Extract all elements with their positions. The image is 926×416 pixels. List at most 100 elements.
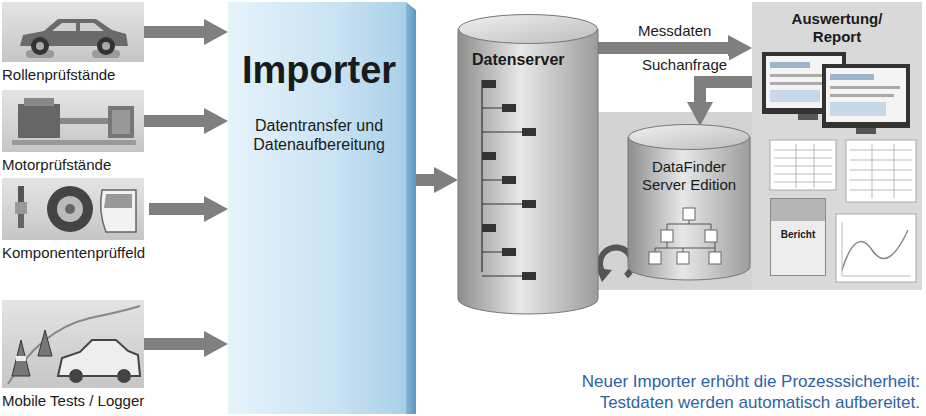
- illustration-shape: [2, 178, 144, 240]
- illustration-shape: [826, 68, 906, 122]
- illustration-shape: [15, 202, 27, 214]
- test-stand-box: Rollenprüfstände: [2, 2, 144, 84]
- illustration-shape: [102, 42, 110, 50]
- test-stand-box: Mobile Tests / Logger: [2, 300, 144, 410]
- node-title: Mobile Tests / Logger: [2, 392, 144, 410]
- icon-area: [2, 178, 149, 244]
- illustration-shape: [850, 144, 912, 198]
- node-title: Rollenprüfstände: [2, 66, 144, 84]
- illustration-shape: [596, 268, 612, 282]
- illustration-shape: [752, 2, 922, 290]
- cylinder-outline: [628, 124, 750, 280]
- illustration-shape: [31, 37, 49, 55]
- importer-box: ImporterDatentransfer und Datenaufbereit…: [228, 2, 416, 414]
- illustration-shape: [108, 106, 134, 138]
- flow-arrow: [598, 42, 728, 54]
- importer-front: [228, 2, 406, 414]
- illustration-shape: [57, 196, 83, 222]
- illustration-shape: [2, 90, 144, 152]
- icon-box-components: [2, 178, 144, 240]
- illustration-shape: [770, 90, 820, 102]
- illustration-shape: [830, 94, 894, 97]
- illustration-shape: [16, 356, 26, 361]
- illustration-shape: [836, 214, 916, 282]
- database-cylinder: DataFinder Server Edition: [628, 124, 750, 280]
- node-title: Motorprüfstände: [2, 156, 144, 174]
- illustration-shape: [38, 330, 52, 356]
- icon-area: [2, 300, 144, 392]
- cylinder-top: [459, 15, 598, 44]
- illustration-shape: [846, 140, 916, 202]
- node-title: Bericht: [773, 229, 823, 241]
- illustration-shape: [69, 369, 83, 383]
- flow-arrow: [149, 203, 204, 215]
- caption: Neuer Importer erhöht die Prozesssicherh…: [510, 372, 920, 413]
- report-panel: [752, 2, 922, 290]
- report-document: Bericht: [770, 198, 826, 276]
- illustration-shape: [8, 306, 140, 384]
- importer-side: [406, 2, 416, 414]
- illustration-shape: [2, 2, 144, 62]
- cylinder-top: [629, 125, 750, 150]
- illustration-shape: [798, 114, 818, 120]
- illustration-shape: [12, 340, 30, 376]
- illustration-shape: [830, 86, 900, 89]
- node-title: Importer: [240, 48, 398, 94]
- cylinder-body: [628, 137, 750, 280]
- flow-arrow: [700, 82, 752, 102]
- edge-label: Suchanfrage: [640, 56, 729, 73]
- edge-label: Messdaten: [636, 22, 713, 39]
- illustration-shape: [117, 369, 131, 383]
- illustration-shape: [18, 214, 24, 228]
- illustration-shape: [101, 190, 136, 232]
- illustration-shape: [842, 222, 910, 276]
- node-title: Datenserver: [472, 50, 590, 69]
- node-title: Komponentenprüffeld: [2, 244, 149, 262]
- illustration-shape: [60, 118, 110, 124]
- node-title: Auswertung/ Report: [781, 10, 893, 46]
- test-stand-box: Motorprüfstände: [2, 90, 144, 174]
- icon-area: [2, 90, 144, 156]
- flow-arrow: [144, 338, 204, 350]
- illustration-shape: [18, 186, 24, 202]
- importer-block: [228, 2, 416, 414]
- illustration-shape: [97, 37, 115, 55]
- cylinder-outline: [458, 14, 598, 314]
- illustration-shape: [770, 140, 836, 190]
- illustration-shape: [830, 102, 886, 116]
- illustration-shape: [18, 104, 60, 138]
- icon-box-engine: [2, 90, 144, 152]
- illustration-shape: [24, 98, 54, 106]
- document-band: [771, 199, 825, 221]
- illustration-shape: [47, 186, 93, 232]
- icon-box-car: [2, 2, 144, 62]
- icon-area: [2, 2, 144, 66]
- database-cylinder: Datenserver: [458, 14, 598, 314]
- flow-arrow: [144, 115, 204, 127]
- flow-arrow: [144, 26, 204, 38]
- flow-arrow: [416, 174, 434, 186]
- node-title: DataFinder Server Edition: [632, 158, 746, 194]
- illustration-shape: [594, 112, 752, 290]
- node-body: Datentransfer und Datenaufbereitung: [240, 116, 398, 154]
- illustration-shape: [65, 204, 75, 214]
- illustration-shape: [842, 230, 908, 270]
- illustration-shape: [830, 74, 874, 80]
- illustration-shape: [52, 23, 104, 31]
- illustration-shape: [770, 62, 810, 68]
- cylinder-body: [458, 29, 598, 314]
- illustration-shape: [856, 128, 876, 134]
- report-panel: Auswertung/ ReportBericht: [752, 2, 922, 290]
- illustration-shape: [104, 194, 132, 208]
- illustration-shape: [112, 110, 130, 134]
- illustration-shape: [774, 144, 832, 188]
- flow-symbols: [649, 208, 721, 264]
- datafinder-panel: [594, 112, 752, 290]
- test-stand-box: Komponentenprüffeld: [2, 178, 149, 262]
- illustration-shape: [12, 140, 136, 145]
- illustration-shape: [2, 300, 144, 388]
